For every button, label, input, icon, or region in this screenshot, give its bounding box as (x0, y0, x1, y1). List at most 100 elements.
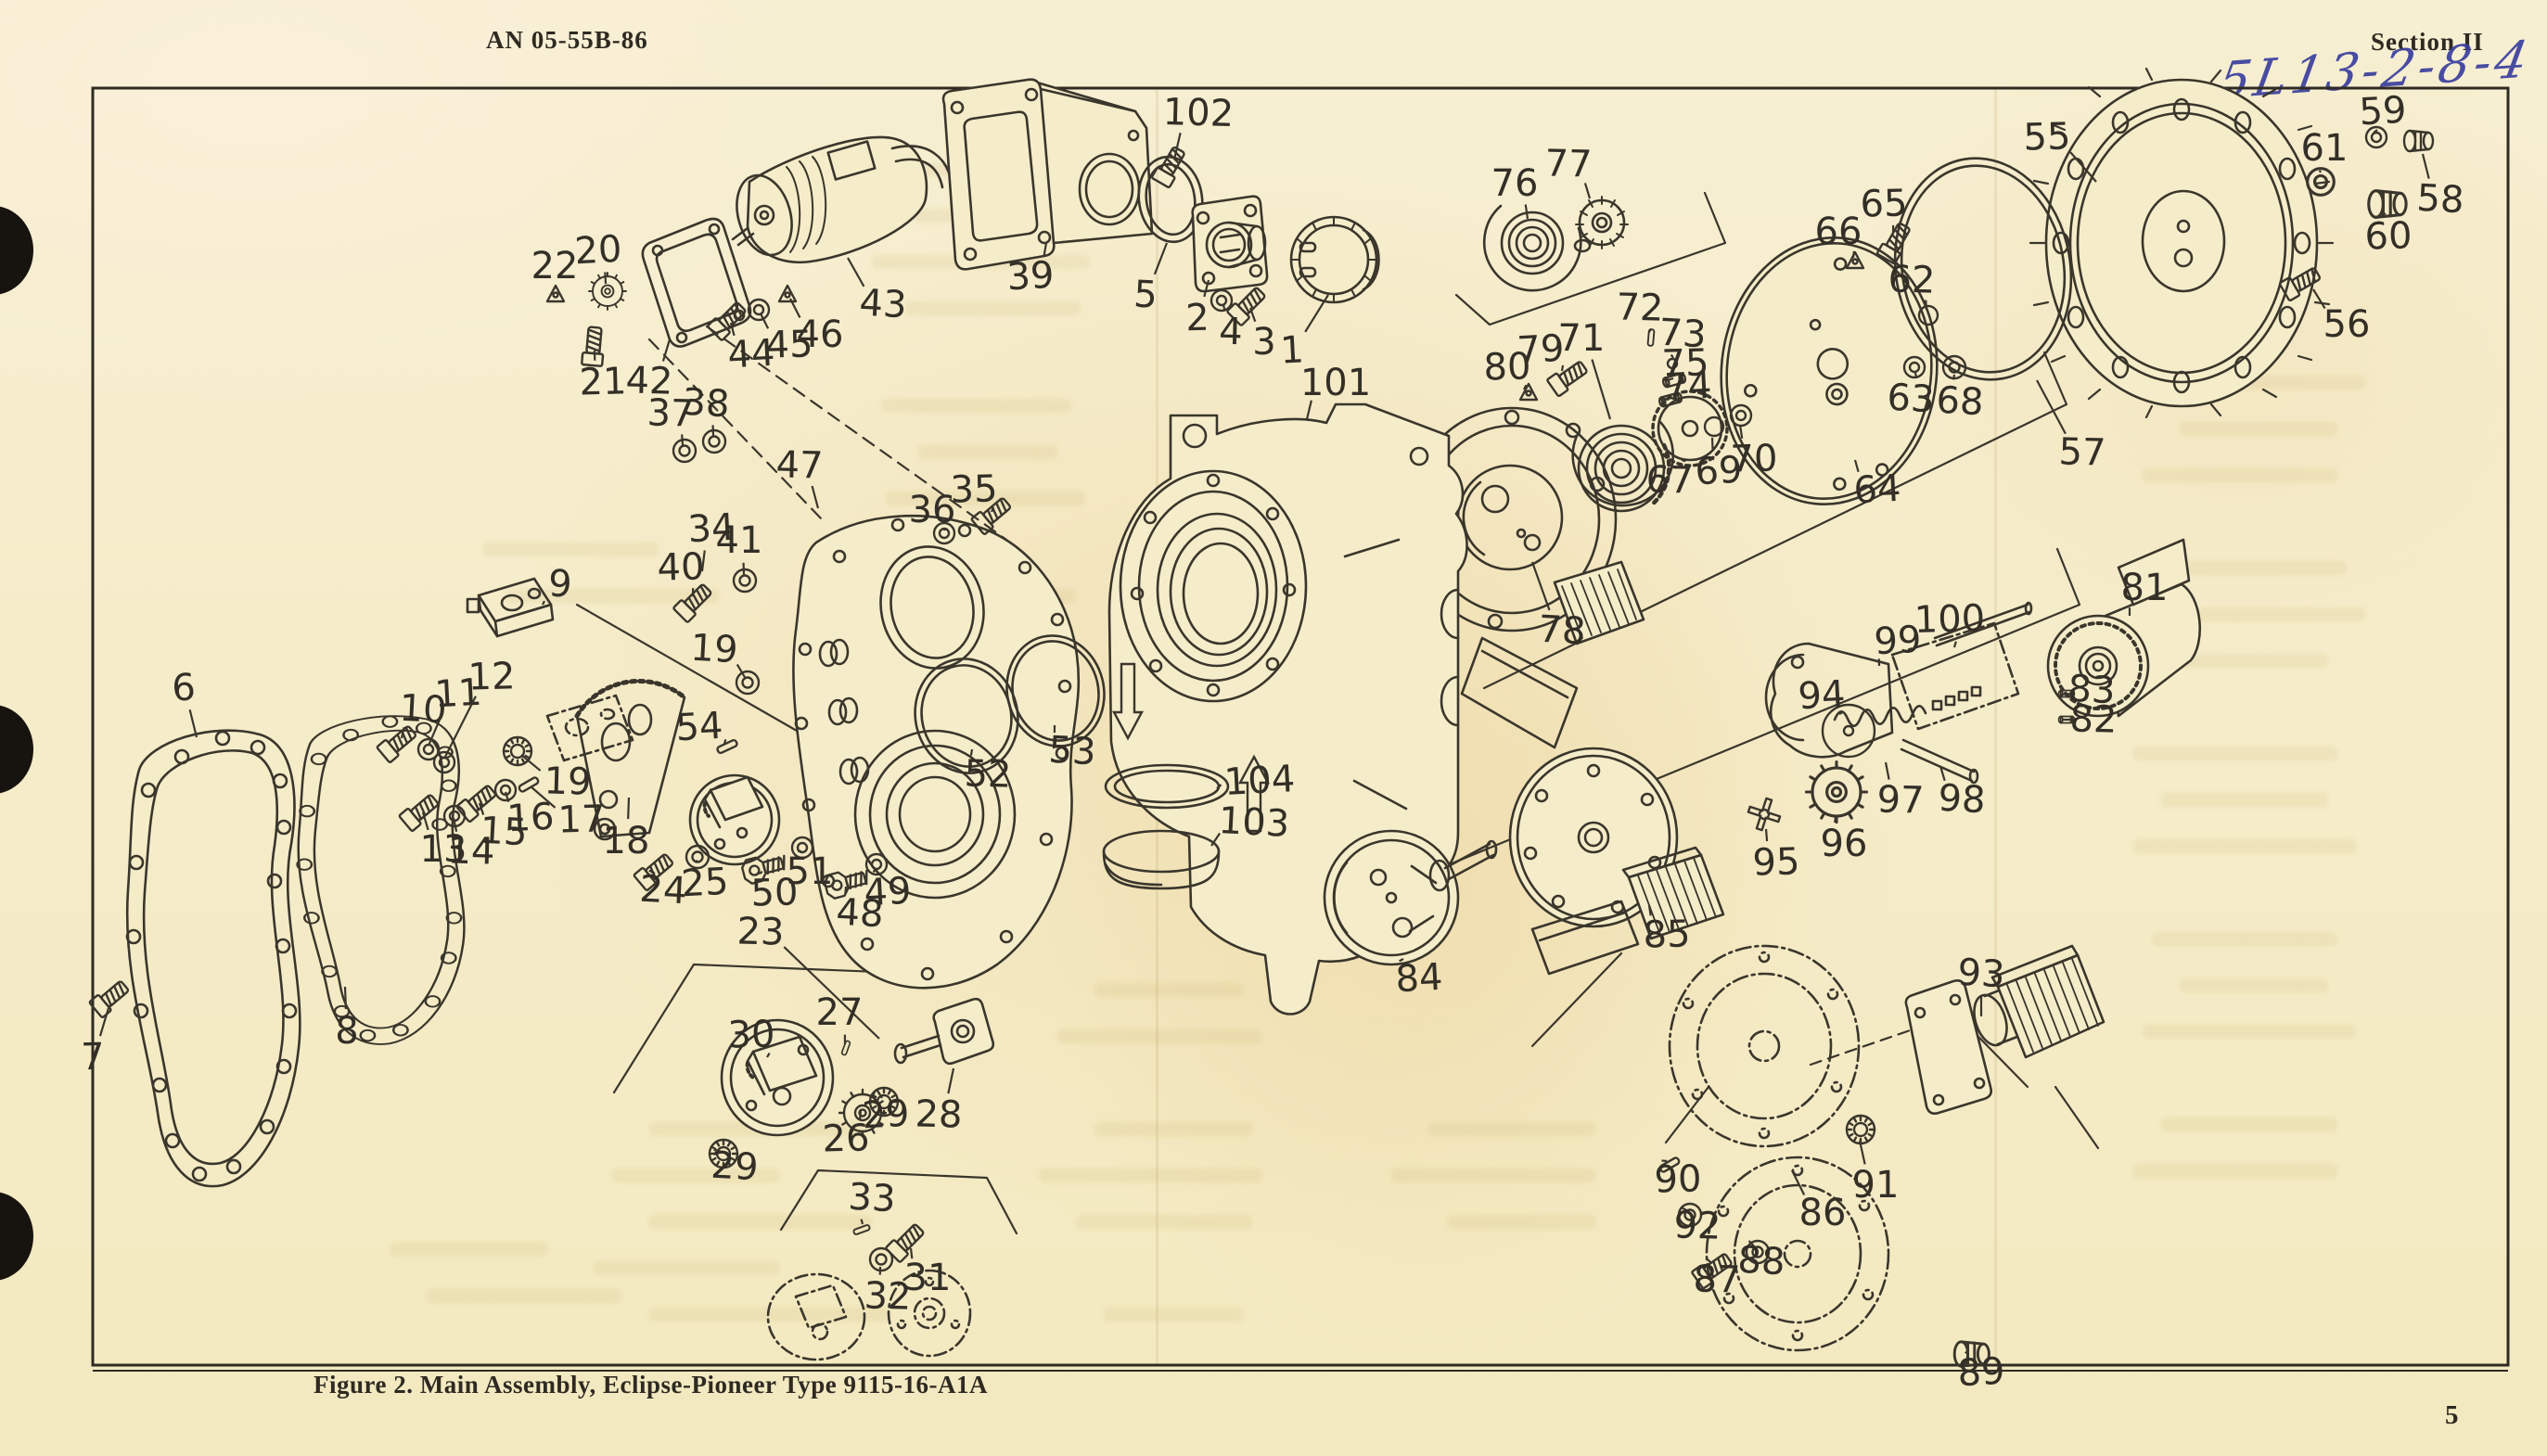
bleedthrough-bar (881, 399, 1071, 413)
cap-103 (1102, 829, 1221, 890)
terminal-block-9 (466, 577, 555, 638)
callout-number-52: 52 (964, 752, 1012, 796)
callout-leader-77 (1583, 183, 1592, 199)
callout-leader-48 (844, 886, 848, 894)
bleedthrough-bar (1094, 1122, 1252, 1136)
phantom-plate-86 (1668, 944, 1861, 1148)
callout-leader-54 (723, 739, 727, 745)
callout-leader-64 (1853, 459, 1860, 473)
bleedthrough-bar (2180, 978, 2328, 992)
callout-number-15: 15 (479, 810, 528, 855)
callout-leader-26 (859, 1108, 863, 1119)
callout-leader-7 (98, 1007, 110, 1037)
bleedthrough-bar (2133, 747, 2337, 760)
hw-screw (376, 725, 417, 763)
callout-leader-35 (990, 506, 995, 513)
callout-number-30: 30 (727, 1013, 775, 1056)
callout-leader-33 (860, 1219, 864, 1225)
hole-punches (0, 206, 33, 1281)
cover-55-bolt-holes (2052, 97, 2311, 394)
hw-nut (1745, 1239, 1771, 1265)
hw-nut (732, 568, 758, 594)
callout-number-63: 63 (1886, 377, 1935, 422)
rear-cover-55 (2029, 67, 2335, 419)
hw-washer (432, 750, 456, 774)
callout-leader-67 (1681, 458, 1686, 463)
callout-leader-73 (1670, 353, 1674, 359)
callout-leader-19 (520, 754, 542, 772)
callout-number-84: 84 (1394, 956, 1443, 1002)
callout-number-99: 99 (1873, 619, 1922, 664)
o-ring-57 (1893, 157, 2073, 381)
callout-number-77: 77 (1544, 142, 1593, 185)
callout-leader-66 (1851, 250, 1855, 259)
pinion-gear-77 (1573, 196, 1629, 253)
callout-leader-31 (909, 1247, 914, 1259)
hw-spider (1747, 797, 1782, 832)
callout-number-25: 25 (680, 861, 729, 906)
callout-number-83: 83 (2067, 668, 2116, 713)
callout-leader-16 (504, 791, 510, 803)
bleedthrough-bar (2170, 561, 2347, 575)
callout-leader-29 (713, 1148, 723, 1154)
callout-leader-59 (2373, 129, 2378, 134)
callout-number-81: 81 (2121, 567, 2169, 609)
callout-number-66: 66 (1815, 211, 1862, 253)
hw-washer (1210, 288, 1234, 313)
callout-number-67: 67 (1645, 458, 1694, 502)
callout-leader-42 (661, 338, 672, 362)
callout-number-75: 75 (1661, 341, 1709, 385)
callout-number-19: 19 (544, 760, 592, 803)
callout-number-103: 103 (1218, 799, 1291, 846)
callout-number-17: 17 (557, 798, 606, 841)
hw-washer (864, 852, 889, 876)
callout-number-19: 19 (689, 627, 738, 672)
drive-plate-28 (932, 997, 995, 1066)
hw-screw (1691, 1253, 1733, 1290)
callout-number-7: 7 (81, 1036, 106, 1079)
callout-leader-25 (694, 859, 698, 863)
hw-plug (2367, 189, 2408, 219)
callout-leader-103 (1210, 832, 1222, 847)
callout-number-1: 1 (1279, 328, 1305, 372)
callout-leader-30 (766, 1053, 771, 1058)
gear-67 (1651, 390, 1729, 467)
hw-bushing (502, 735, 533, 767)
callout-leader-4 (1222, 303, 1226, 312)
callout-number-14: 14 (447, 829, 495, 873)
callout-number-71: 71 (1558, 317, 1606, 360)
callout-leader-86 (1791, 1169, 1806, 1195)
sector-gear-18 (574, 678, 687, 841)
callout-number-12: 12 (467, 655, 516, 698)
bleedthrough-bar (2143, 1025, 2356, 1039)
callout-leader-24 (648, 869, 656, 875)
phantom-assembly-lower (766, 1269, 972, 1361)
bleedthrough-bar (612, 1169, 779, 1182)
callout-leader-11 (427, 712, 444, 747)
hw-washer (747, 298, 771, 322)
seal-ring-53 (1005, 634, 1106, 747)
callout-leader-94 (1838, 710, 1844, 715)
callout-number-16: 16 (506, 796, 555, 841)
diaphragm-plate-64 (1720, 236, 1939, 506)
callout-number-36: 36 (909, 489, 956, 531)
hw-gearsmall (838, 1088, 888, 1138)
hw-nut (1677, 1202, 1703, 1228)
hw-pin (1658, 1156, 1681, 1173)
callout-number-61: 61 (2301, 127, 2349, 170)
callout-number-26: 26 (822, 1117, 870, 1160)
callout-number-68: 68 (1935, 379, 1984, 425)
callout-number-60: 60 (2364, 214, 2413, 258)
arrow-down-icon (1111, 662, 1145, 741)
callout-number-27: 27 (816, 991, 864, 1034)
callout-leader-34 (700, 550, 706, 572)
hw-screw (1546, 361, 1588, 398)
elbow-housing-39 (941, 78, 1154, 271)
callout-leader-6 (188, 709, 198, 738)
callout-number-90: 90 (1654, 1157, 1702, 1201)
callout-leader-10 (400, 727, 405, 739)
callout-number-96: 96 (1821, 823, 1868, 865)
hw-screw (1151, 146, 1185, 189)
